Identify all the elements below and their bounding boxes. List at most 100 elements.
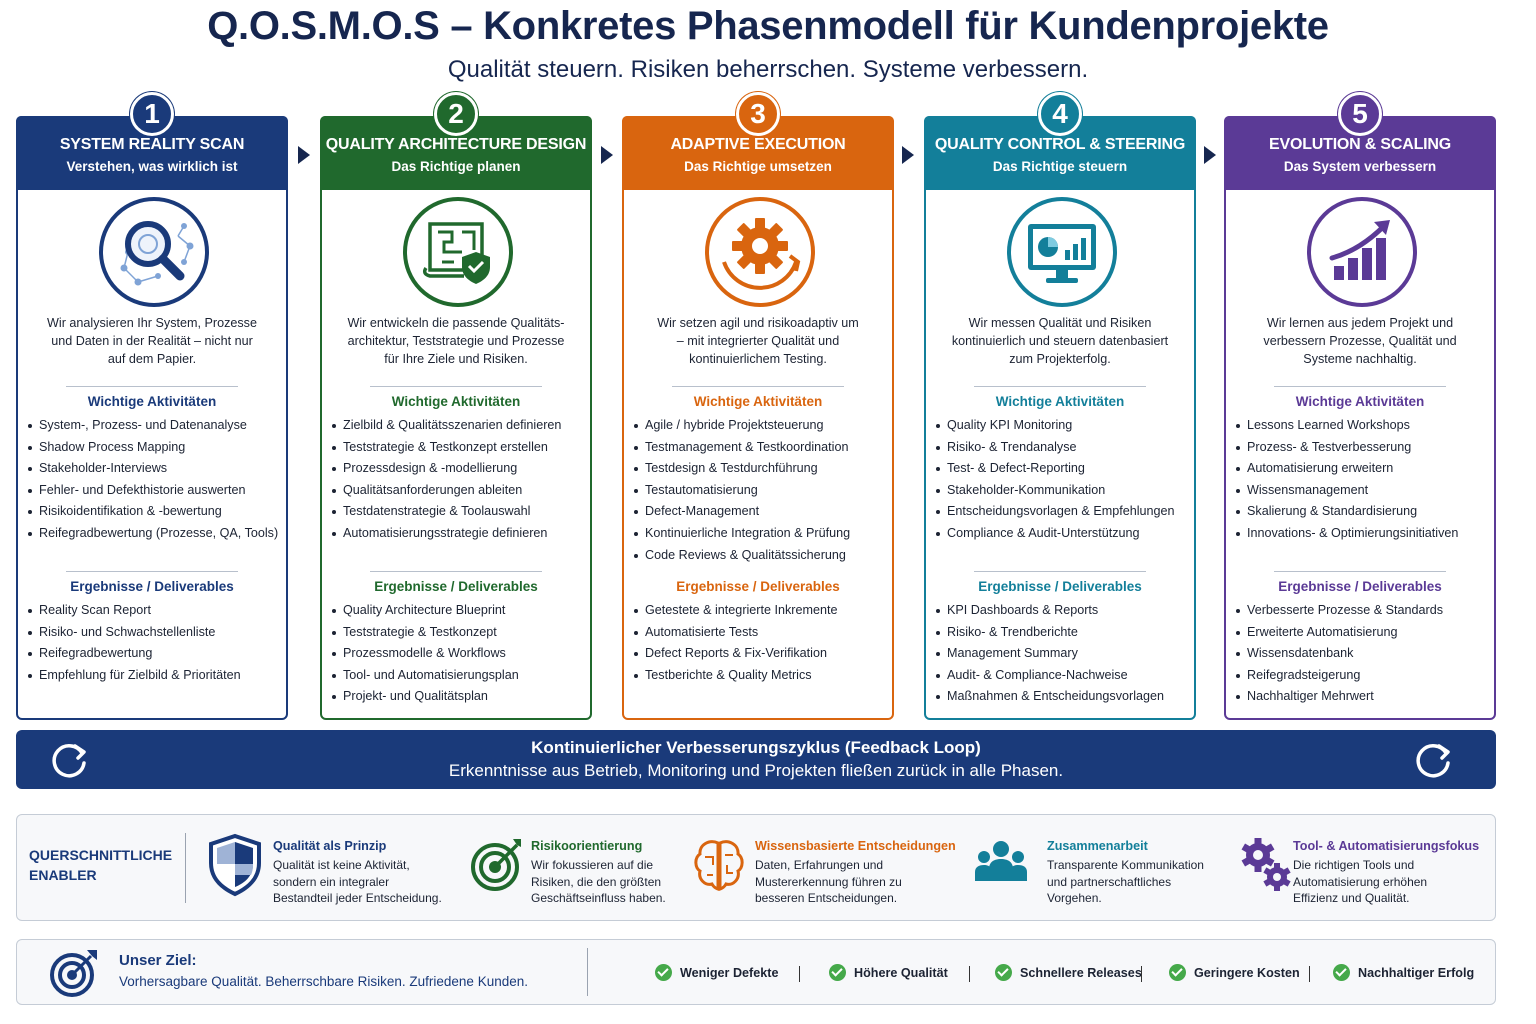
refresh-cycle-icon [1416,744,1450,778]
feedback-loop-banner: Kontinuierlicher Verbesserungszyklus (Fe… [16,730,1496,789]
flow-arrow [902,146,914,164]
enabler-text: Die richtigen Tools und Automatisierung … [1293,858,1428,905]
activity-item: Testdatenstrategie & Toolauswahl [332,501,586,523]
target-arrow-icon [50,950,97,997]
brain-icon [694,840,744,891]
phase-card-evolution-scaling: 5 EVOLUTION & SCALING Das System verbess… [1224,92,1496,720]
phase-card-quality-control-steering: 4 QUALITY CONTROL & STEERING Das Richtig… [924,92,1196,720]
activity-item: Automatisierungsstrategie definieren [332,523,586,545]
check-icon [829,964,846,981]
activity-item: System-, Prozess- und Datenanalyse [28,415,282,437]
check-icon [995,964,1012,981]
deliverable-item: Verbesserte Prozesse & Standards [1236,600,1490,622]
activity-item: Quality KPI Monitoring [936,415,1190,437]
divider [974,571,1146,572]
deliverable-item: Quality Architecture Blueprint [332,600,586,622]
activities-list: Zielbild & Qualitätsszenarien definieren… [332,415,586,545]
magnifier-network-icon [98,196,210,308]
flow-arrow [601,146,613,164]
divider [185,833,186,903]
activity-item: Kontinuierliche Integration & Prüfung [634,523,888,545]
deliverables-heading: Ergebnisse / Deliverables [1278,579,1442,594]
phase-header: QUALITY ARCHITECTURE DESIGN Das Richtige… [320,116,592,190]
enabler-title: Qualität als Prinzip [273,839,387,853]
activity-item: Stakeholder-Interviews [28,458,282,480]
deliverable-item: Reifegradbewertung [28,643,282,665]
deliverable-item: Maßnahmen & Entscheidungsvorlagen [936,686,1190,708]
activity-item: Prozessdesign & -modellierung [332,458,586,480]
activity-item: Stakeholder-Kommunikation [936,480,1190,502]
activity-item: Test- & Defect-Reporting [936,458,1190,480]
divider [1141,966,1142,982]
phase-number: 5 [1338,92,1382,136]
phase-number: 2 [434,92,478,136]
deliverable-item: Reifegradsteigerung [1236,665,1490,687]
phase-number: 4 [1038,92,1082,136]
activity-item: Code Reviews & Qualitätssicherung [634,545,888,567]
deliverable-item: Getestete & integrierte Inkremente [634,600,888,622]
deliverable-item: Testberichte & Quality Metrics [634,665,888,687]
divider [1274,386,1446,387]
phase-description: Wir lernen aus jedem Projekt und verbess… [1263,316,1457,366]
activity-item: Shadow Process Mapping [28,437,282,459]
phase-title: QUALITY CONTROL & STEERING [934,136,1186,153]
phase-description: Wir entwickeln die passende Qualitäts- a… [347,316,565,366]
activity-item: Compliance & Audit-Unterstützung [936,523,1190,545]
phase-title: EVOLUTION & SCALING [1269,136,1451,153]
blueprint-shield-icon [402,196,514,308]
activity-item: Lessons Learned Workshops [1236,415,1490,437]
check-icon [655,964,672,981]
phase-subtitle: Das System verbessern [1283,159,1437,174]
activity-item: Testdesign & Testdurchführung [634,458,888,480]
activity-item: Qualitätsanforderungen ableiten [332,480,586,502]
phase-title: SYSTEM REALITY SCAN [59,136,245,153]
phase-description: Wir setzen agil und risikoadaptiv um – m… [657,316,859,366]
deliverable-item: Automatisierte Tests [634,622,888,644]
check-icon [1333,964,1350,981]
deliverable-item: KPI Dashboards & Reports [936,600,1190,622]
enabler-text: Wir fokussieren auf die Risiken, die den… [531,858,666,905]
activity-item: Risiko- & Trendanalyse [936,437,1190,459]
enabler-title: Risikoorientierung [531,839,643,853]
phase-number: 1 [130,92,174,136]
monitor-dashboard-icon [1006,196,1118,308]
deliverable-item: Prozessmodelle & Workflows [332,643,586,665]
activity-item: Skalierung & Standardisierung [1236,501,1490,523]
refresh-cycle-icon [52,744,86,778]
activities-heading: Wichtige Aktivitäten [1295,394,1425,409]
target-icon [471,839,521,891]
shield-icon [209,833,261,897]
benefit-item: Höhere Qualität [829,964,948,981]
benefit-item: Geringere Kosten [1169,964,1300,981]
page-title: Q.O.S.M.O.S – Konkretes Phasenmodell für… [207,4,1329,48]
activity-item: Automatisierung erweitern [1236,458,1490,480]
deliverable-item: Audit- & Compliance-Nachweise [936,665,1190,687]
phase-number: 3 [736,92,780,136]
gears-icon [1241,838,1291,891]
enabler-text: Transparente Kommunikation und partnersc… [1047,858,1204,905]
divider [66,386,238,387]
enabler-title: Zusammenarbeit [1047,839,1148,853]
benefit-item: Schnellere Releases [995,964,1142,981]
goal-text: Vorhersagbare Qualität. Beherrschbare Ri… [119,974,528,989]
divider [672,386,844,387]
growth-chart-icon [1306,196,1418,308]
enabler-title: Tool- & Automatisierungsfokus [1293,839,1480,853]
activity-item: Fehler- und Defekthistorie auswerten [28,480,282,502]
deliverables-heading: Ergebnisse / Deliverables [676,579,840,594]
deliverable-item: Management Summary [936,643,1190,665]
activity-item: Testautomatisierung [634,480,888,502]
activities-heading: Wichtige Aktivitäten [87,394,217,409]
phase-subtitle: Das Richtige umsetzen [684,159,832,174]
deliverable-item: Projekt- und Qualitätsplan [332,686,586,708]
deliverable-item: Risiko- & Trendberichte [936,622,1190,644]
check-icon [1169,964,1186,981]
enabler-title: Wissensbasierte Entscheidungen [755,839,956,853]
activity-item: Innovations- & Optimierungsinitiativen [1236,523,1490,545]
phase-description: Wir analysieren Ihr System, Prozesse und… [47,316,257,366]
phase-title: ADAPTIVE EXECUTION [670,136,846,153]
